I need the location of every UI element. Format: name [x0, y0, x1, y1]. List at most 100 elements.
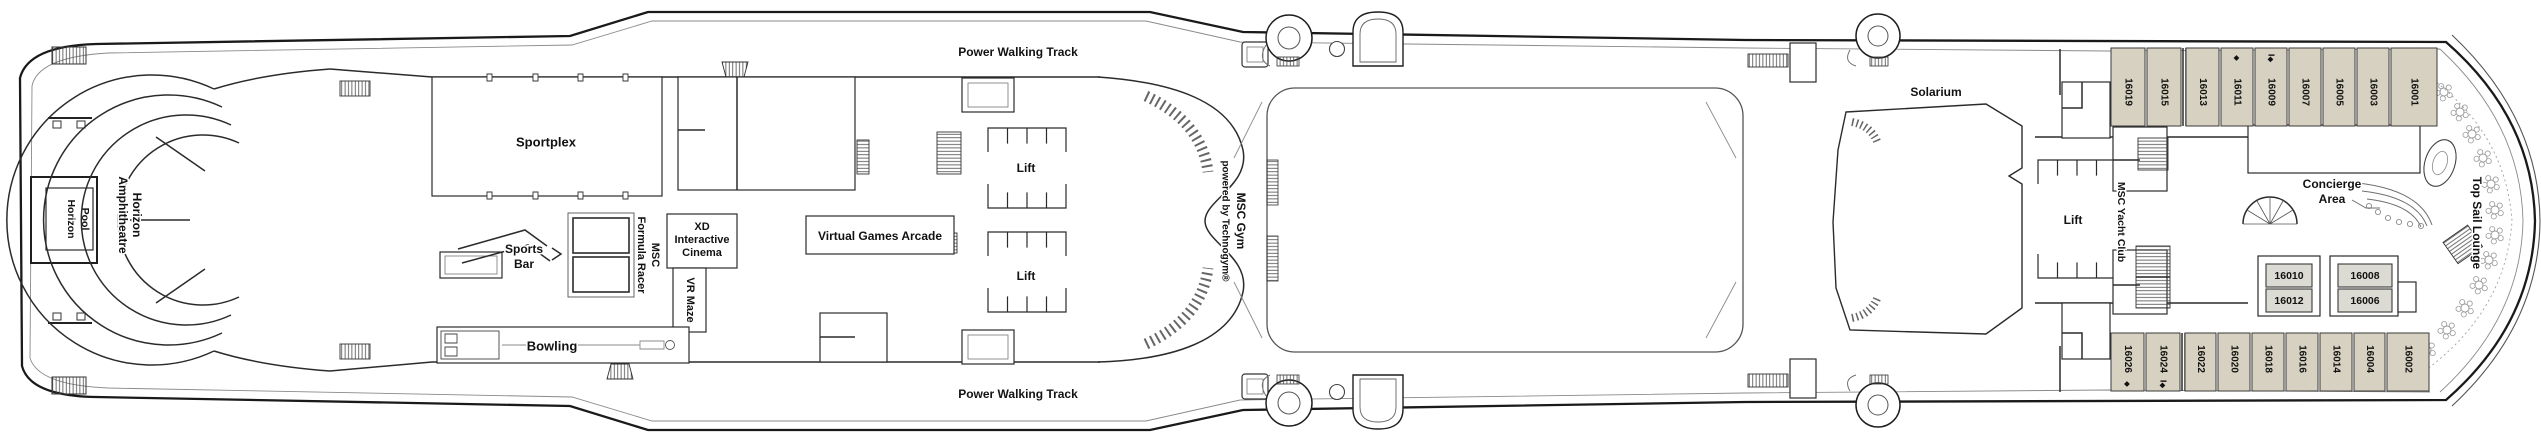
msc-gym-label-line2: powered by Technogym® [1220, 160, 1231, 282]
cabin-number: 16022 [2195, 345, 2206, 373]
cabin-number: 16020 [2229, 345, 2240, 373]
msc-gym-label-line1: MSC Gym [1234, 193, 1248, 250]
cabin-number: 16016 [2297, 345, 2308, 373]
chair-icon [2446, 92, 2453, 99]
sports-bar: Sports Bar [439, 229, 563, 279]
chair-icon [2450, 109, 2457, 116]
cabin-number: 16024 [2158, 345, 2169, 373]
bow-flare-line [2451, 34, 2541, 407]
chair-icon [2445, 84, 2452, 91]
cabin-16001[interactable] [2390, 47, 2438, 127]
open-deck-area [1266, 87, 1744, 353]
furniture-cluster [2437, 321, 2456, 340]
stairs-icon [856, 139, 870, 175]
gym-stairs-arc-bottom [1143, 267, 1214, 349]
deck-room-bottom-step [2062, 332, 2083, 359]
cabin-number: 16001 [2409, 78, 2420, 106]
chair-icon [2485, 175, 2492, 182]
cabin-16018[interactable] [2251, 332, 2285, 392]
cabin-16013[interactable] [2185, 47, 2220, 127]
msc-gym: MSC Gym powered by Technogym® [1097, 76, 1250, 363]
interior-rooms-top [677, 76, 1015, 191]
cabin-16019[interactable] [2110, 47, 2146, 127]
deck-room-top [2061, 81, 2111, 139]
lift-label-2: Lift [1017, 269, 1036, 283]
chair-icon [2489, 226, 2496, 233]
chair-icon [2466, 125, 2473, 132]
xd-interactive-cinema: XD Interactive Cinema [666, 213, 738, 269]
lift-label-1: Lift [1017, 161, 1036, 175]
sportplex: Sportplex [431, 73, 663, 200]
cabin-symbols: I◆ [2159, 380, 2168, 389]
pool-basin [45, 187, 94, 251]
stairs-icon [2442, 224, 2484, 265]
stairs-icon [1747, 53, 1789, 68]
cabin-16008[interactable] [2337, 263, 2393, 288]
xd-cinema-room [666, 213, 738, 269]
cabin-16010[interactable] [2265, 263, 2313, 288]
chair-icon [2469, 282, 2476, 289]
concierge-area: Concierge Area [2301, 176, 2380, 209]
chair-icon [2496, 227, 2503, 234]
cabin-16006[interactable] [2337, 288, 2393, 313]
cabin-number: 16026 [2122, 345, 2133, 373]
stern-deck-furniture [48, 46, 92, 129]
chair-icon [2455, 115, 2462, 122]
sports-bar-label-line2: Bar [514, 257, 534, 271]
bar-counter-arcs [2357, 182, 2433, 228]
power-walking-track-label-bottom: Power Walking Track [958, 387, 1078, 401]
cabin-16016[interactable] [2285, 332, 2319, 392]
chair-icon [2481, 181, 2488, 188]
cabin-16022[interactable] [2184, 332, 2217, 392]
cabin-16009[interactable] [2254, 47, 2288, 127]
msc-yacht-club-label: MSC Yacht Club [2115, 182, 2127, 262]
lift-shaft [987, 184, 1067, 209]
cabin-number: 16015 [2159, 78, 2170, 106]
stern-area: Horizon Pool Amphitheatre Horizon [6, 46, 331, 395]
chair-icon [2478, 161, 2485, 168]
cabin-16014[interactable] [2319, 332, 2353, 392]
cabin-16020[interactable] [2217, 332, 2251, 392]
cabin-symbols: I◆ [2267, 54, 2276, 63]
cabin-16004[interactable] [2353, 332, 2386, 392]
cabin-16012[interactable] [2265, 288, 2313, 313]
amphitheatre-wings [213, 68, 331, 372]
gangway-hatch-mirror [606, 363, 634, 380]
chair-icon [2483, 251, 2490, 258]
chair-icon [2485, 232, 2492, 239]
chair-icon [2485, 158, 2492, 165]
lift-banks [987, 127, 2117, 313]
deck-braces [1233, 101, 1737, 339]
funnel-icon [1855, 13, 1901, 59]
chair-icon [2484, 263, 2491, 270]
chair-icon [2477, 149, 2484, 156]
cabin-number: 16018 [2263, 345, 2274, 373]
cabin-16007[interactable] [2288, 47, 2322, 127]
cabin-16011[interactable] [2220, 47, 2254, 127]
cabin-16003[interactable] [2356, 47, 2390, 127]
cabin-number: 16010 [2274, 270, 2303, 282]
cabin-number: 16005 [2334, 78, 2345, 106]
bar-counter-inner [444, 255, 498, 275]
fan-stairs-radials [2243, 197, 2297, 225]
solarium-enclosure [1832, 103, 2023, 335]
stairs-icon [2137, 137, 2169, 171]
lift-shaft [987, 231, 1067, 256]
room-block [677, 76, 856, 191]
furniture-cluster [2434, 83, 2453, 102]
dome-structure [1352, 11, 1404, 67]
xd-label-line1: XD [694, 221, 709, 233]
cabin-16002[interactable] [2386, 332, 2430, 392]
chair-icon [2454, 103, 2461, 110]
horizon-pool-label-line1: Horizon [65, 199, 77, 238]
chair-icon [2481, 285, 2488, 292]
chair-icon [2497, 235, 2504, 242]
amphitheatre-aisles [130, 136, 206, 304]
cabin-16015[interactable] [2146, 47, 2182, 127]
bowling-machines [444, 333, 458, 357]
lift-shaft [2037, 159, 2117, 184]
cabin-16005[interactable] [2322, 47, 2356, 127]
furniture-cluster [2473, 149, 2492, 168]
cabin-16026[interactable] [2110, 332, 2145, 392]
cabin-16024[interactable] [2145, 332, 2181, 392]
